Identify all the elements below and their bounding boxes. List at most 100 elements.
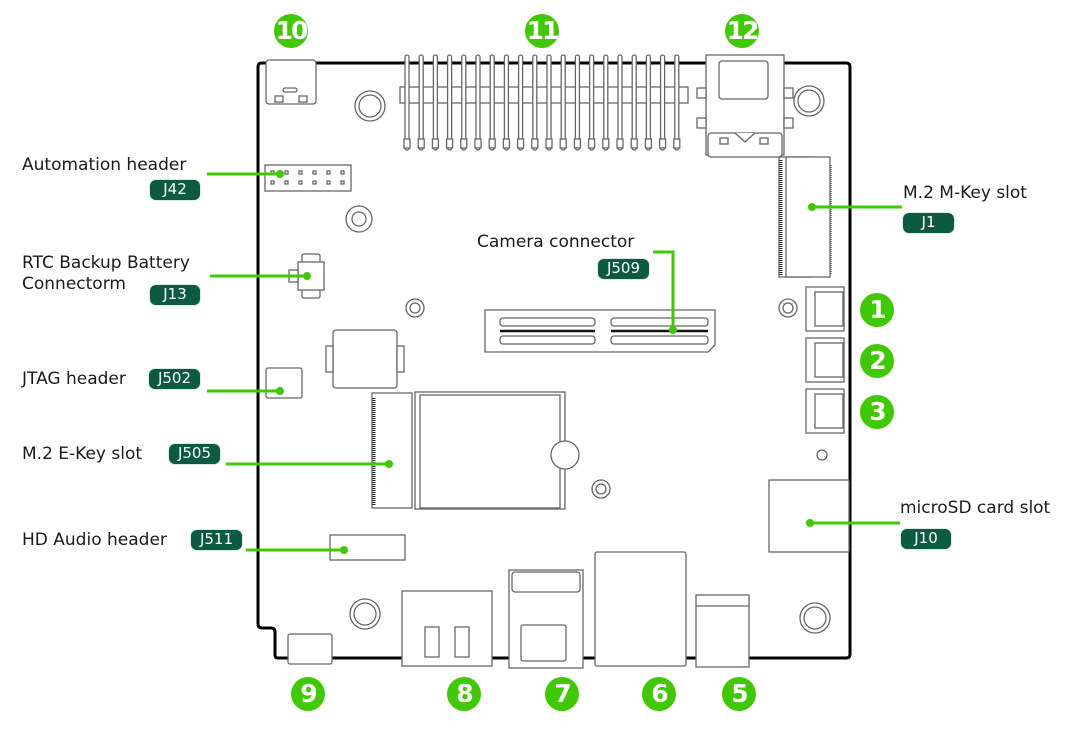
badge-j42: J42	[150, 180, 200, 200]
inductor	[325, 329, 405, 389]
j42-pin	[298, 180, 303, 185]
header-pin-pad	[460, 138, 468, 149]
header-pin	[489, 54, 495, 151]
header-pin	[617, 54, 623, 151]
j42-pin	[312, 170, 317, 175]
label-rtc-line1: RTC Backup Battery	[22, 253, 190, 273]
header-pin	[503, 54, 510, 151]
leader-camera	[653, 250, 675, 330]
label-automation-header: Automation header	[22, 155, 187, 175]
header-pin-pad	[445, 138, 454, 149]
mounting-hole	[354, 90, 386, 122]
callout-leaders	[207, 172, 902, 552]
usb-port-3	[805, 388, 845, 434]
mounting-hole	[778, 298, 798, 318]
marker-5: 5	[722, 677, 756, 711]
mounting-hole	[349, 598, 381, 630]
label-microsd: microSD card slot	[900, 498, 1051, 518]
usb-micro-b-port-9	[287, 633, 333, 665]
header-pin-pad	[644, 138, 653, 149]
header-pin	[674, 54, 680, 151]
jtag-header-j502	[265, 367, 303, 399]
badge-j505: J505	[169, 444, 220, 464]
header-pin-pad	[516, 138, 525, 149]
label-hd-audio-header: HD Audio header	[22, 530, 167, 550]
badge-j511: J511	[191, 530, 242, 550]
test-point	[816, 449, 828, 461]
header-pin-pad	[630, 138, 638, 149]
mounting-hole	[405, 298, 425, 318]
header-pin	[603, 54, 609, 151]
header-pin	[532, 54, 538, 151]
mounting-hole	[591, 479, 611, 499]
header-pin	[461, 54, 467, 151]
header-pin-pad	[403, 138, 411, 149]
mounting-hole	[793, 85, 825, 117]
header-pin-pad	[545, 138, 553, 149]
header-pin-pad	[488, 138, 496, 149]
header-pin-pad	[559, 138, 567, 149]
j42-pin	[270, 180, 275, 185]
marker-9: 9	[291, 677, 325, 711]
header-pin	[645, 54, 652, 151]
j42-pin	[312, 180, 317, 185]
header-pin	[432, 54, 439, 151]
marker-1: 1	[860, 293, 894, 327]
marker-10: 10	[274, 14, 308, 48]
marker-6: 6	[642, 677, 676, 711]
header-pin-pad	[602, 138, 610, 149]
header-pin-pad	[616, 138, 624, 149]
header-pin-pad	[587, 138, 596, 149]
header-pin	[446, 54, 453, 151]
j42-pin	[298, 170, 303, 175]
badge-j509: J509	[598, 259, 649, 279]
badge-j13: J13	[150, 285, 200, 305]
header-pin-pad	[673, 138, 681, 149]
usb-c-port-10	[265, 59, 317, 105]
dc-jack-port-5	[695, 594, 750, 668]
j42-pin	[284, 170, 289, 175]
j42-pin	[326, 170, 331, 175]
marker-11: 11	[525, 14, 559, 48]
header-pin	[475, 54, 481, 151]
marker-8: 8	[447, 677, 481, 711]
microsd-slot-j10	[768, 479, 850, 553]
usb-port-2	[805, 337, 845, 383]
marker-3: 3	[860, 395, 894, 429]
j42-pin	[340, 180, 345, 185]
badge-j1: J1	[903, 213, 954, 233]
label-m2-m-key: M.2 M-Key slot	[903, 183, 1027, 203]
header-pin-pad	[573, 138, 582, 149]
header-pin-pad	[502, 138, 511, 149]
j42-pin	[326, 180, 331, 185]
header-pin	[418, 54, 424, 151]
header-pin	[546, 54, 552, 151]
label-jtag-header: JTAG header	[22, 369, 126, 389]
badge-j502: J502	[149, 369, 200, 389]
automation-header-j42	[264, 164, 352, 192]
marker-12: 12	[725, 14, 759, 48]
m2-m-key-slot-j1	[778, 156, 832, 278]
j42-pin	[284, 180, 289, 185]
hdmi-usb-port-8	[401, 590, 493, 667]
40-pin-expansion-header	[399, 54, 689, 151]
header-pin-pad	[431, 138, 440, 149]
j42-pin	[340, 170, 345, 175]
stacked-usb-port-12	[696, 54, 794, 158]
mounting-hole	[345, 205, 373, 233]
label-camera-connector: Camera connector	[477, 232, 635, 252]
header-pin-pad	[474, 138, 482, 149]
m2-e-key-slot-j505	[371, 391, 580, 510]
header-pin	[560, 54, 566, 151]
header-pin	[574, 54, 581, 151]
label-m2-e-key: M.2 E-Key slot	[22, 444, 143, 464]
marker-7: 7	[545, 677, 579, 711]
label-rtc-line2: Connectorm	[22, 274, 126, 294]
ethernet-port-6	[594, 551, 687, 667]
header-pin	[404, 54, 410, 151]
camera-connector-j509	[484, 309, 716, 353]
callout-dots	[276, 170, 816, 554]
mounting-hole	[799, 602, 831, 634]
header-pin	[659, 54, 666, 151]
